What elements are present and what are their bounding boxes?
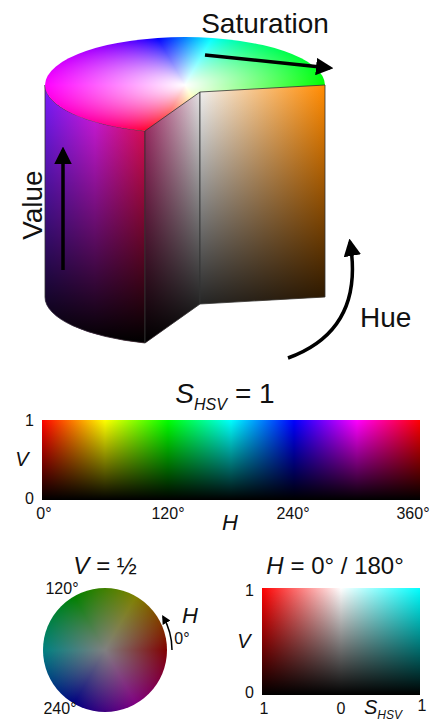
tick-label-group: 0° [174,630,189,648]
hue-value-shade [42,420,420,500]
hue-saturation-disc [43,588,167,712]
tick-label-group: 120° [45,580,78,598]
hue-arc-arrow [163,617,172,651]
panel-heading: = 1 [235,378,275,409]
tick-label-group: 360° [396,505,429,523]
saturation-value-panel [262,588,420,695]
axis-label: S [364,696,377,718]
panel-heading-group: H = 0° / 180° [266,552,404,580]
axis-label: V [15,448,28,470]
panel-heading: V [73,552,89,579]
tick-label-group: 240° [43,700,76,718]
tick-label-group: 1 [260,700,269,718]
axis-label-group: V [15,448,28,471]
axis-label-group: V [237,630,250,653]
axis-label: H [182,603,198,628]
axis-title: Value [17,170,48,240]
cut-face-shade [200,85,325,304]
tick-label: 1 [260,700,269,717]
tick-label-group: 1 [245,582,254,600]
tick-label-group: 0 [337,700,346,718]
axis-title-group: Value [17,170,49,240]
panel-heading: H [266,552,283,579]
value-arrow [61,150,65,270]
tick-label-group: 0 [245,684,254,702]
tick-label: 0° [36,505,51,522]
tick-label: 1 [25,412,34,429]
tick-label-group: 1 [418,697,427,715]
axis-label: V [237,630,250,652]
saturation-arrow [205,55,330,68]
axis-label: HSV [377,708,402,722]
tick-label: 0 [337,700,346,717]
cut-face [200,85,325,304]
axis-label-group: H [222,510,238,535]
saturation-value-shade [262,588,420,695]
panel-heading-group: SHSV = 1 [175,378,274,410]
tick-label: 120° [45,580,78,597]
tick-label: 360° [396,505,429,522]
axis-title: Hue [360,302,411,333]
panel-heading-group: V = ½ [73,552,137,580]
tick-label-group: 240° [276,505,309,523]
tick-label: 120° [151,505,184,522]
tick-label-group: 1 [25,412,34,430]
panel-heading: = ½ [96,552,137,579]
tick-label: 0° [174,630,189,647]
tick-label: 240° [276,505,309,522]
tick-label: 0 [25,490,34,507]
tick-label: 240° [43,700,76,717]
tick-label: 1 [418,697,427,714]
panel-heading: = 0° / 180° [291,552,404,579]
hue-arrow [288,242,352,358]
tick-label: 1 [245,582,254,599]
panel-heading: S [175,378,194,409]
axis-label-group: H [182,603,198,628]
axis-label: H [222,510,238,535]
axis-label-group: SHSV [364,696,402,719]
axis-title-group: Saturation [201,8,329,40]
tick-label-group: 0 [25,490,34,508]
cut-face-shade [145,92,200,343]
axis-title-group: Hue [360,302,411,334]
tick-label: 0 [245,684,254,701]
panel-heading: HSV [194,396,227,413]
axis-title: Saturation [201,8,329,39]
cut-face [145,92,200,343]
hue-value-panel [42,420,420,500]
tick-label-group: 0° [36,505,51,523]
tick-label-group: 120° [151,505,184,523]
